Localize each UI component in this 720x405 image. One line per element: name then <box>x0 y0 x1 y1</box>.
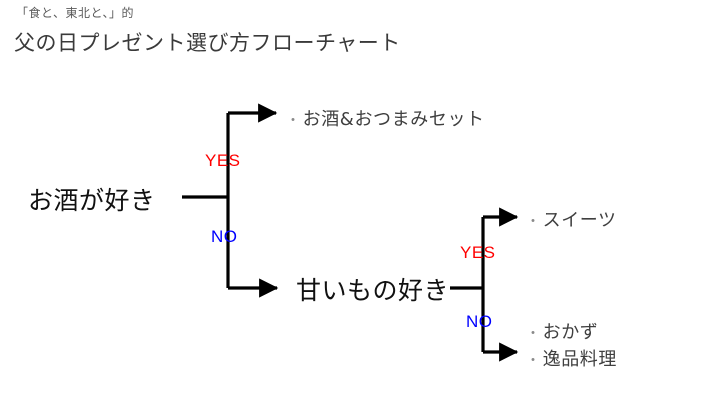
branch-label-no-q1: NO <box>211 227 238 246</box>
outcome-okazu[interactable]: ・おかず <box>526 318 598 344</box>
bullet-icon: ・ <box>526 326 541 342</box>
outcome-label: おかず <box>542 322 599 343</box>
outcome-label: 逸品料理 <box>542 349 618 370</box>
bullet-icon: ・ <box>526 214 541 230</box>
bullet-icon: ・ <box>286 113 301 129</box>
branch-label-yes-q1: YES <box>205 151 241 170</box>
outcome-label: お酒&おつまみセット <box>302 109 485 130</box>
page-title: 父の日プレゼント選び方フローチャート <box>14 31 401 55</box>
bullet-icon: ・ <box>526 353 541 369</box>
outcome-ippin-ryori[interactable]: ・逸品料理 <box>526 345 617 371</box>
question-node-alcohol[interactable]: お酒が好き <box>28 186 156 215</box>
branch-label-yes-q2: YES <box>460 243 496 262</box>
branch-label-no-q2: NO <box>466 312 493 331</box>
subtitle: 「食と、東北と、」的 <box>16 6 135 20</box>
outcome-label: スイーツ <box>542 210 617 231</box>
outcome-sake-snack-set[interactable]: ・お酒&おつまみセット <box>286 105 485 131</box>
question-node-sweets[interactable]: 甘いもの好き <box>296 276 450 305</box>
outcome-sweets[interactable]: ・スイーツ <box>526 206 617 232</box>
